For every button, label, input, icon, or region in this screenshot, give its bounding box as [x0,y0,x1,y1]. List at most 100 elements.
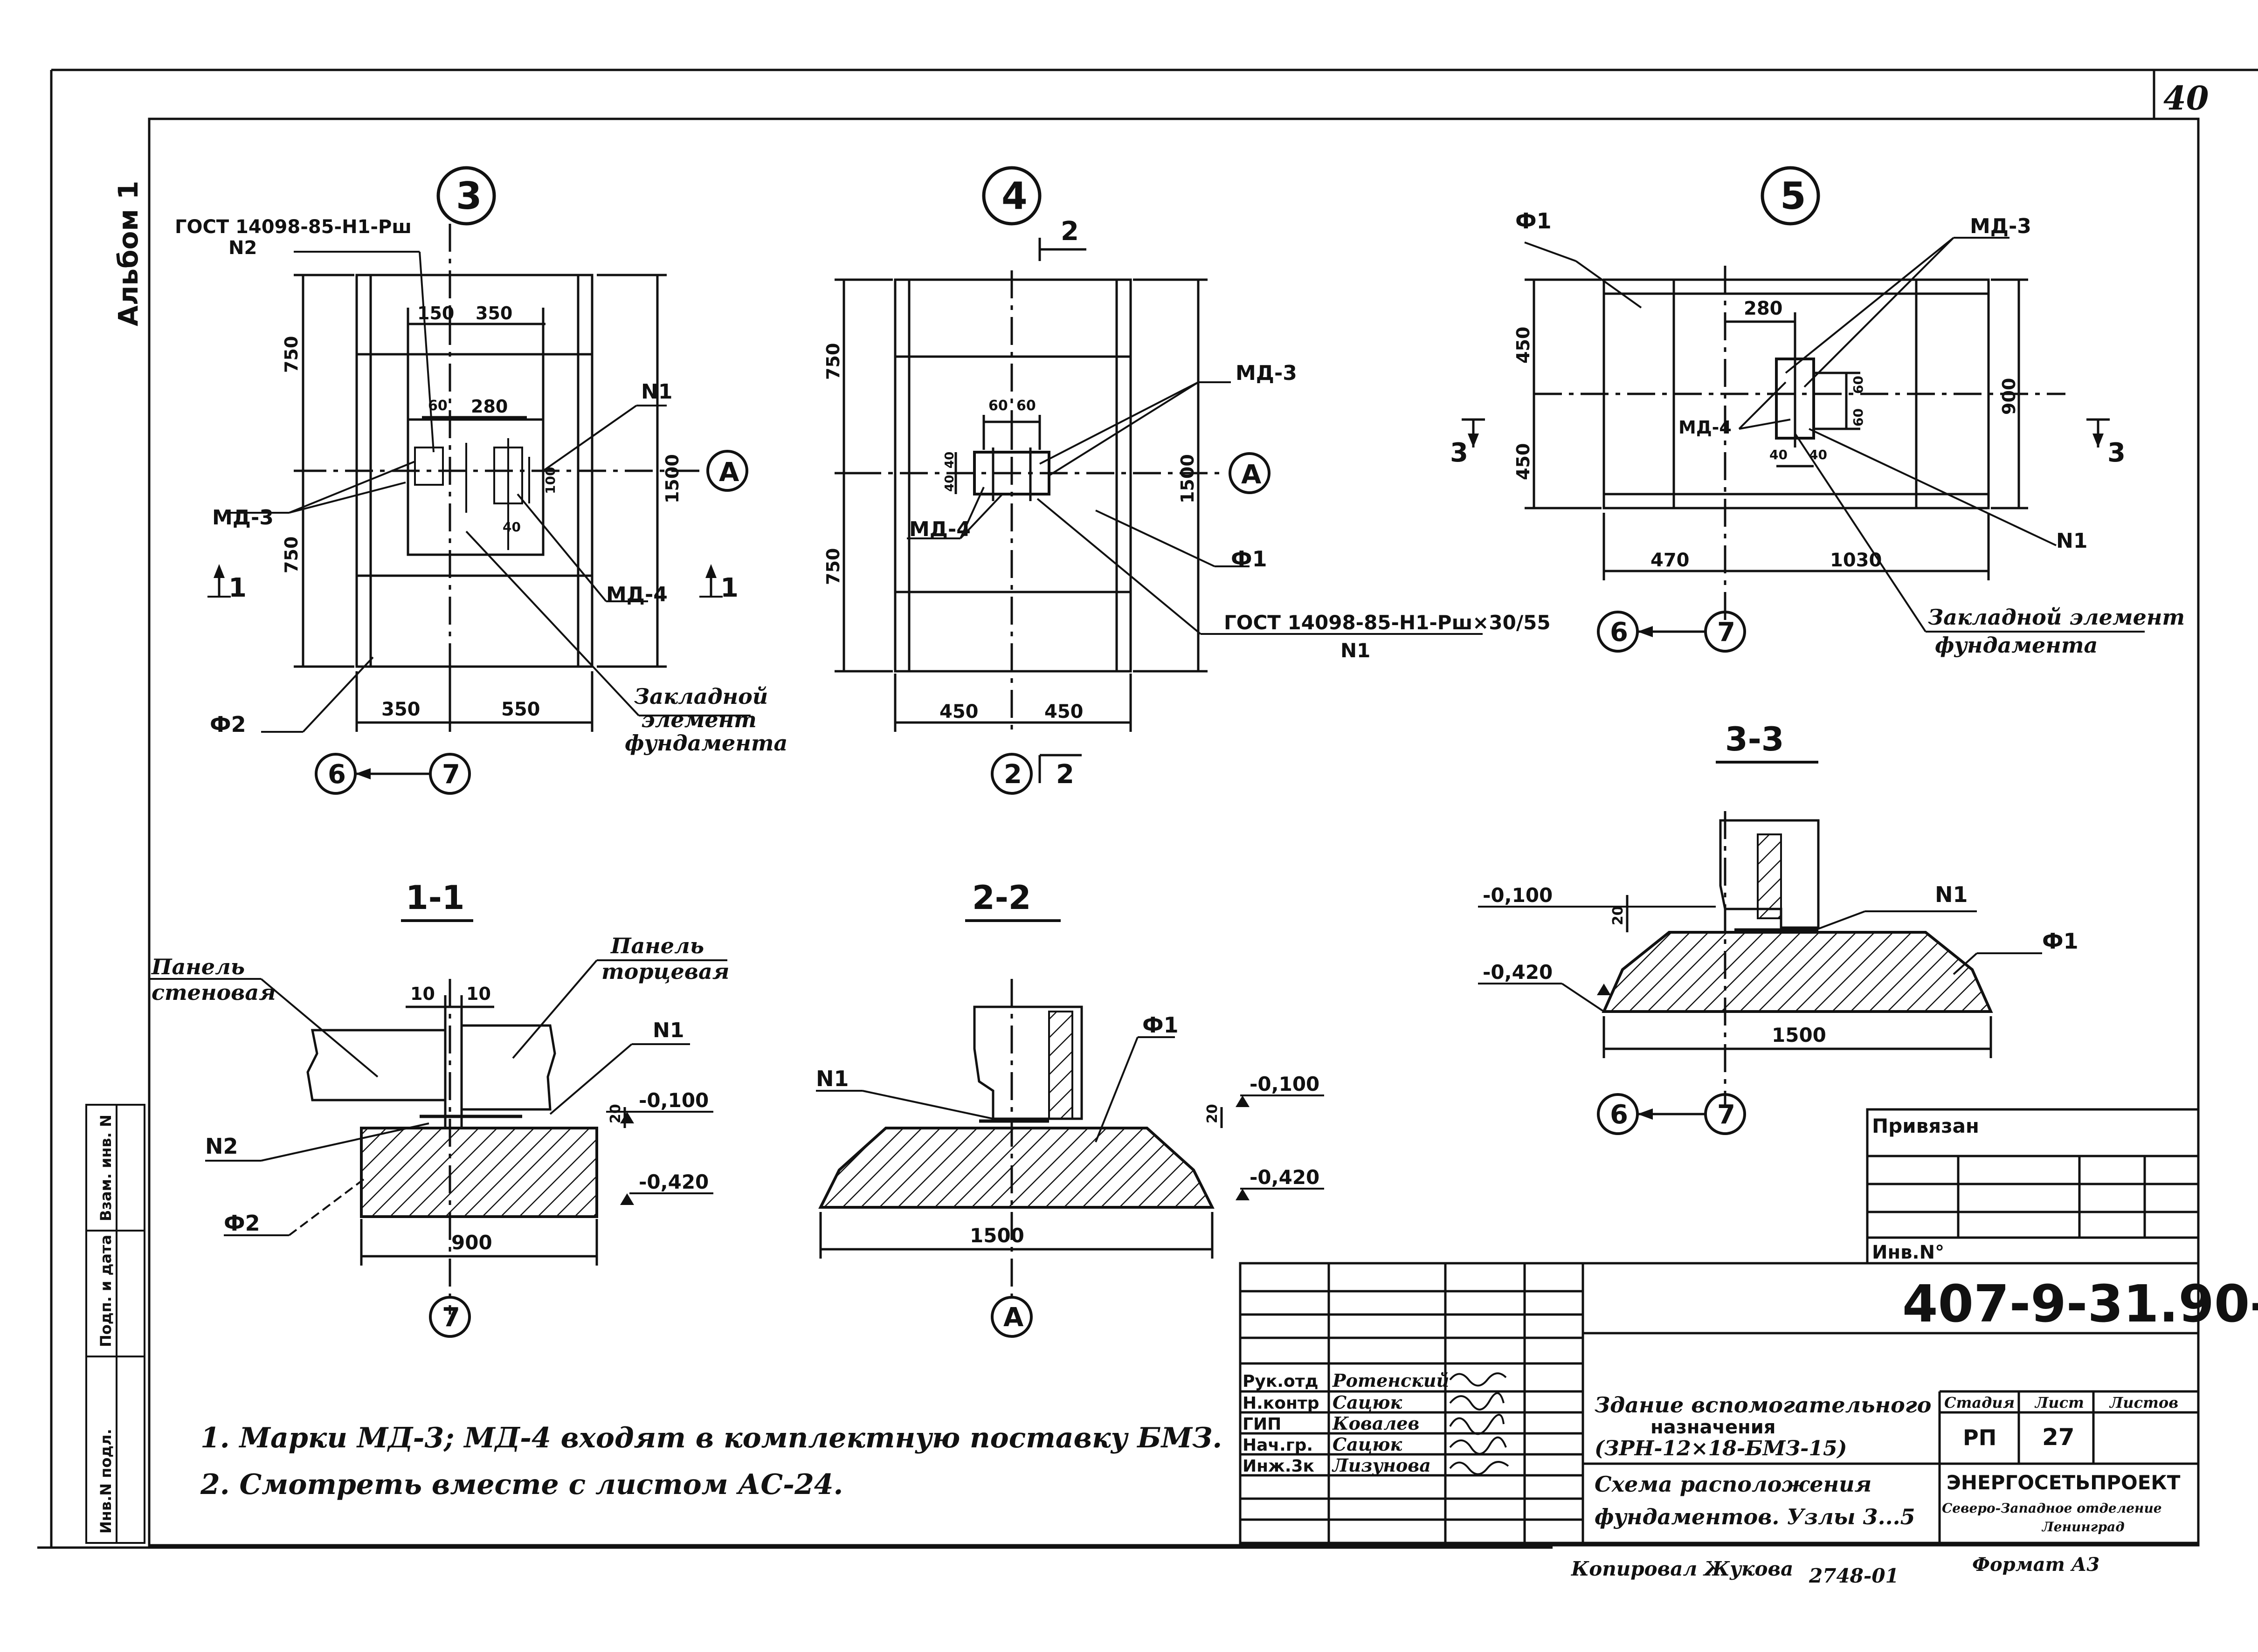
tb-building-3: (ЗРН-12×18-БМЗ-15) [1595,1437,1847,1460]
tb-org-2: Северо-Западное отделение [1942,1501,2162,1516]
node-5-dim-40b: 40 [1809,447,1827,462]
node-4-dim-1500: 1500 [1177,454,1198,503]
node-3-axis-a: А [719,457,739,488]
node-5: 5 [1450,166,2185,658]
tb-sheet-header: Лист [2034,1394,2084,1411]
node-5-md4: МД-4 [1678,417,1732,438]
tb-name-3: Ковалев [1332,1413,1419,1434]
section-1-1-dim-10b: 10 [466,984,491,1004]
node-5-embed-2: фундамента [1935,633,2098,658]
section-2-2-lvl2: -0,420 [1250,1166,1319,1189]
node-3-f2: Ф2 [210,712,246,737]
tb-role-3: ГИП [1243,1415,1281,1434]
node-4-dim-750b: 750 [823,548,843,585]
node-4-dim-40a: 40 [943,452,957,468]
stamp-replace: Взам. инв. N [97,1115,115,1221]
node-3-dim-40: 40 [503,519,521,535]
tb-privyazan: Привязан [1872,1115,1979,1137]
section-3-3-footing [1602,931,1993,1013]
tb-name-5: Лизунова [1332,1455,1431,1476]
section-3-3-axis-6: 6 [1610,1100,1628,1130]
tb-name-4: Сацюк [1333,1434,1402,1455]
section-1-1: 1-1 Панель с [149,879,729,1338]
tb-sheet: 27 [2042,1424,2075,1451]
node-3-dim-350: 350 [476,303,512,324]
node-4-md3: МД-3 [1236,361,1297,385]
node-3-dim-750a: 750 [281,336,302,373]
node-3-id: 3 [456,174,482,218]
section-2-2-title: 2-2 [972,879,1031,917]
node-5-dim-40a: 40 [1769,447,1788,462]
tb-building-2: назначения [1650,1417,1775,1438]
section-1-1-panel-end [460,1024,556,1111]
section-1-1-panel-wall-a: Панель [151,954,245,979]
section-3-3-dim-20: 20 [1610,906,1626,925]
section-1-1-title: 1-1 [406,879,464,917]
sheet-frame [37,69,2258,1549]
node-3-dim-100: 100 [543,467,558,494]
node-5-dim-470: 470 [1650,550,1690,571]
section-1-1-footing [360,1127,598,1218]
tb-role-1: Рук.отд [1243,1372,1319,1391]
node-4-dim-750a: 750 [823,343,843,380]
node-3-embed-2: элемент [641,707,757,732]
node-3-dim-280: 280 [471,396,508,417]
section-3-3-width: 1500 [1772,1024,1826,1046]
section-2-2-n1: N1 [816,1066,849,1091]
section-1-1-panel-wall-b: стеновая [152,980,276,1005]
node-3-section-1b: 1 [720,573,739,603]
section-2-2-width: 1500 [970,1224,1024,1247]
node-3-md3: МД-3 [212,506,274,530]
tb-name-1: Ротенский [1332,1370,1449,1391]
section-3-3-title: 3-3 [1725,720,1784,758]
node-3-n1: N1 [641,380,672,404]
tb-sheets-header: Листов [2109,1394,2178,1411]
node-5-dim-450a: 450 [1513,327,1533,364]
node-4-dim-60a: 60 [988,398,1008,414]
node-5-dim-60b: 60 [1851,408,1866,427]
node-3-embed-3: фундамента [625,730,787,756]
node-3-gost: ГОСТ 14098-85-Н1-Рш [175,216,412,238]
tb-format: Формат А3 [1972,1554,2099,1576]
node-4-dim-60b: 60 [1016,398,1036,414]
tb-stage-header: Стадия [1944,1394,2015,1411]
section-3-3-lvl2: -0,420 [1483,961,1553,984]
node-3: 3 [175,166,787,795]
sheet-number: 40 [2163,79,2209,117]
node-5-dim-1030: 1030 [1830,550,1882,571]
section-1-1-lvl1: -0,100 [639,1089,709,1112]
node-4-axis-2: 2 [1004,759,1022,790]
node-3-axis-6: 6 [328,759,346,790]
node-4-axis-a: А [1241,460,1262,490]
section-1-1-lvl2: -0,420 [639,1170,709,1193]
section-3-3: 3-3 N1 Ф1 20 -0,100 -0,420 1500 6 [1478,720,2078,1135]
note-1: 1. Марки МД-3; МД-4 входят в комплектную… [200,1422,1222,1454]
section-2-2-footing [818,1127,1215,1209]
node-5-f1: Ф1 [1515,208,1552,234]
tb-copied-num: 2748-01 [1809,1564,1899,1587]
node-5-dim-900: 900 [1999,378,2019,415]
node-5-dim-60a: 60 [1851,376,1866,394]
section-2-2-axis-a: А [1003,1302,1024,1333]
note-2: 2. Смотреть вместе с листом АС-24. [200,1468,843,1501]
tb-stage: РП [1963,1425,1996,1450]
section-1-1-axis-7: 7 [442,1302,460,1333]
section-2-2: 2-2 N1 Ф1 20 -0,100 -0,420 1500 А [816,879,1324,1338]
section-3-3-axis-7: 7 [1717,1100,1735,1130]
side-stamp [85,1104,145,1544]
node-3-dim-1500: 1500 [662,454,683,503]
stamp-inv: Инв.N подл. [97,1429,115,1534]
node-3-axis-7: 7 [442,759,460,790]
section-1-1-dim-20: 20 [608,1104,624,1123]
section-2-2-panel [973,1005,1083,1120]
node-4-f1: Ф1 [1231,546,1267,571]
node-3-dim-60: 60 [428,398,448,414]
section-2-2-dim-20: 20 [1204,1104,1221,1123]
node-3-dim-350b: 350 [381,699,421,720]
section-3-3-n1: N1 [1935,882,1968,907]
node-4-md4: МД-4 [909,517,971,541]
title-block [1239,1108,2200,1544]
tb-role-4: Нач.гр. [1243,1436,1313,1455]
node-5-embed-1: Закладной элемент [1928,605,2185,630]
